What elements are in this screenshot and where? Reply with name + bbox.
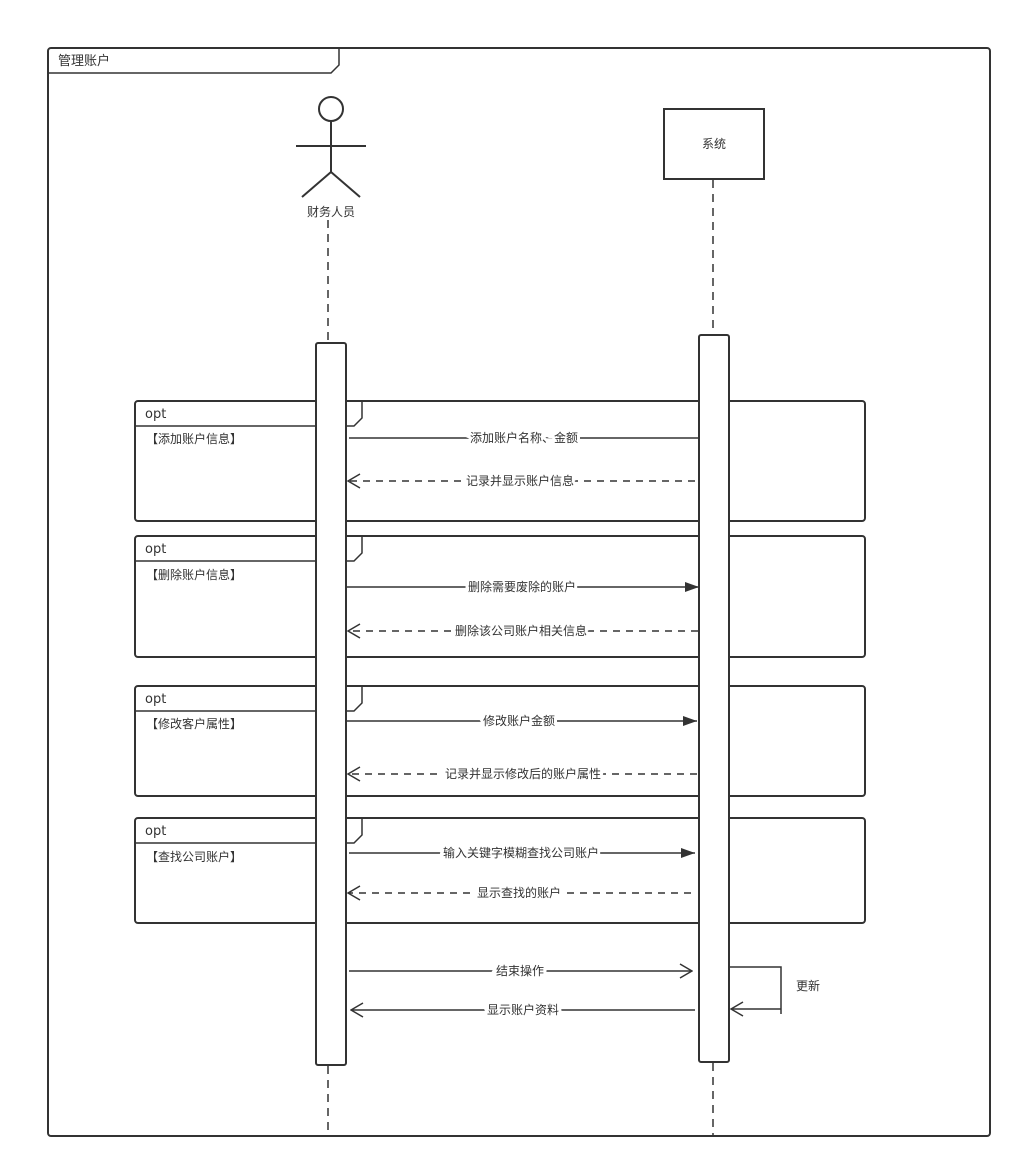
message-add-return: 记录并显示账户信息 xyxy=(348,470,695,491)
message-label: 更新 xyxy=(796,978,820,993)
actor-icon xyxy=(296,96,366,198)
message-label: 显示账户资料 xyxy=(487,1002,559,1017)
fragment-modify: opt 【修改客户属性】 xyxy=(134,685,866,797)
message-add-request: 添加账户名称、金额 xyxy=(349,427,699,448)
fragment-guard: 【添加账户信息】 xyxy=(146,431,242,446)
fragment-search: opt 【查找公司账户】 xyxy=(134,817,866,924)
message-label: 修改账户金额 xyxy=(483,713,555,728)
message-label: 结束操作 xyxy=(496,963,544,978)
message-end-operation: 结束操作 xyxy=(349,960,692,981)
fragment-add: opt 【添加账户信息】 xyxy=(134,400,866,522)
message-search-return: 显示查找的账户 xyxy=(348,882,691,903)
system-participant: 系统 xyxy=(663,108,765,180)
message-search-request: 输入关键字模糊查找公司账户 xyxy=(349,842,695,863)
message-delete-request: 删除需要废除的账户 xyxy=(347,576,699,597)
message-modify-return: 记录并显示修改后的账户属性 xyxy=(348,763,697,784)
message-label: 记录并显示账户信息 xyxy=(466,473,574,488)
message-label: 添加账户名称、金额 xyxy=(470,430,578,445)
message-delete-return: 删除该公司账户相关信息 xyxy=(348,620,698,641)
fragment-delete: opt 【删除账户信息】 xyxy=(134,535,866,658)
message-label: 删除需要废除的账户 xyxy=(468,579,576,594)
actor-activation-bar xyxy=(315,342,347,1066)
actor-participant: 财务人员 xyxy=(296,96,366,219)
fragment-keyword: opt xyxy=(145,692,166,707)
actor-name: 财务人员 xyxy=(307,204,355,219)
message-label: 输入关键字模糊查找公司账户 xyxy=(443,845,599,860)
frame-title: 管理账户 xyxy=(58,53,110,69)
message-label: 记录并显示修改后的账户属性 xyxy=(445,766,601,781)
frame: 管理账户 xyxy=(47,47,991,1137)
fragment-guard: 【删除账户信息】 xyxy=(146,567,242,582)
system-name: 系统 xyxy=(702,137,726,151)
fragment-keyword: opt xyxy=(145,542,166,557)
message-show-data: 显示账户资料 xyxy=(351,999,695,1020)
message-label: 显示查找的账户 xyxy=(477,885,561,900)
message-modify-request: 修改账户金额 xyxy=(347,710,697,731)
message-label: 删除该公司账户相关信息 xyxy=(455,623,587,638)
fragment-guard: 【修改客户属性】 xyxy=(146,716,242,731)
fragment-keyword: opt xyxy=(145,824,166,839)
message-self-update: 更新 xyxy=(729,966,820,1014)
system-activation-bar xyxy=(698,334,730,1063)
fragment-guard: 【查找公司账户】 xyxy=(146,849,242,864)
fragment-keyword: opt xyxy=(145,407,166,422)
